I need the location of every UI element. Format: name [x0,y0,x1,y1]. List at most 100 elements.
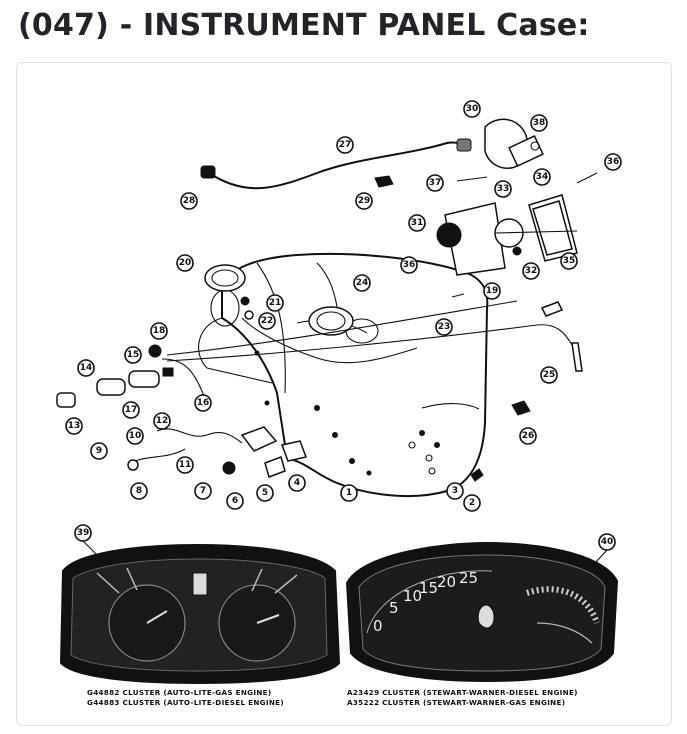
svg-text:8: 8 [136,486,142,496]
callout-13: 13 [65,417,83,435]
callout-15: 15 [124,346,142,364]
svg-text:25: 25 [543,370,556,380]
svg-text:4: 4 [294,478,300,488]
callout-24: 24 [353,274,371,292]
svg-text:16: 16 [197,398,210,408]
svg-text:10: 10 [129,431,142,441]
cluster-left-caption-1: G44882 CLUSTER (AUTO-LITE-GAS ENGINE) [87,688,271,697]
callout-2: 2 [463,494,481,512]
svg-text:12: 12 [156,416,169,426]
svg-text:37: 37 [429,178,442,188]
callout-26: 26 [519,427,537,445]
svg-text:29: 29 [358,196,371,206]
callout-28: 28 [180,192,198,210]
cluster-right-caption-1: A23429 CLUSTER (STEWART-WARNER-DIESEL EN… [347,688,578,697]
callout-6: 6 [226,492,244,510]
left-small-parts [56,344,208,408]
svg-text:24: 24 [356,278,369,288]
gauge-assembly-top-right [436,118,598,276]
callout-19: 19 [483,282,501,300]
callout-31: 31 [408,214,426,232]
svg-text:28: 28 [183,196,196,206]
dial-number-0: 0 [373,617,383,635]
svg-text:34: 34 [536,172,549,182]
callout-23: 23 [435,318,453,336]
callout-10: 10 [126,427,144,445]
callout-30: 30 [463,100,481,118]
svg-text:5: 5 [262,488,268,498]
callout-14: 14 [77,359,95,377]
svg-text:30: 30 [466,104,479,114]
panel-case [198,253,489,498]
svg-text:17: 17 [125,405,138,415]
callout-3: 3 [446,482,464,500]
svg-text:3: 3 [452,486,458,496]
callout-29: 29 [355,192,373,210]
svg-text:40: 40 [601,537,614,547]
callout-39: 39 [74,524,92,542]
callout-37: 37 [426,174,444,192]
svg-text:7: 7 [200,486,206,496]
svg-text:31: 31 [411,218,424,228]
diagram-card: 1 2 3 4 5 6 7 8 9 10 11 12 13 14 15 16 1… [16,62,672,726]
svg-text:23: 23 [438,322,451,332]
callout-1: 1 [340,484,358,502]
svg-text:13: 13 [68,421,81,431]
callout-11: 11 [176,456,194,474]
switch-parts [127,400,531,482]
speedometer-cable [200,138,472,190]
callout-5: 5 [256,484,274,502]
callout-8: 8 [130,482,148,500]
cluster-left: G44882 CLUSTER (AUTO-LITE-GAS ENGINE) G4… [59,540,341,707]
cluster-right: 0 5 10 15 20 25 A23429 CLUSTER (STEWART-… [345,541,619,707]
cluster-left-caption-2: G44883 CLUSTER (AUTO-LITE-DIESEL ENGINE) [87,698,284,707]
callout-9: 9 [90,442,108,460]
upper-gauges [204,264,354,336]
svg-text:33: 33 [497,184,510,194]
callout-34: 34 [533,168,551,186]
svg-text:35: 35 [563,256,576,266]
callout-32: 32 [522,262,540,280]
callouts: 1 2 3 4 5 6 7 8 9 10 11 12 13 14 15 16 1… [65,100,622,551]
callout-18: 18 [150,322,168,340]
callout-40: 40 [598,533,616,551]
svg-text:36: 36 [607,157,620,167]
svg-text:15: 15 [127,350,140,360]
svg-text:20: 20 [179,258,192,268]
svg-text:21: 21 [269,298,282,308]
svg-text:36: 36 [403,260,416,270]
callout-27: 27 [336,136,354,154]
svg-text:1: 1 [346,488,352,498]
callout-36-mid: 36 [400,256,418,274]
dial-number-15: 15 [419,579,438,597]
dial-number-20: 20 [437,573,456,591]
svg-text:27: 27 [339,140,352,150]
dial-number-25: 25 [459,569,478,587]
svg-text:9: 9 [96,446,102,456]
callout-22: 22 [258,312,276,330]
callout-38: 38 [530,114,548,132]
callout-17: 17 [122,401,140,419]
callout-33: 33 [494,180,512,198]
callout-7: 7 [194,482,212,500]
callout-4: 4 [288,474,306,492]
page-title: (047) - INSTRUMENT PANEL Case: [18,8,590,43]
dial-number-10: 10 [403,587,422,605]
callout-36-top: 36 [604,153,622,171]
callout-20: 20 [176,254,194,272]
svg-text:26: 26 [522,431,535,441]
callout-16: 16 [194,394,212,412]
cluster-right-caption-2: A35222 CLUSTER (STEWART-WARNER-GAS ENGIN… [347,698,565,707]
svg-text:32: 32 [525,266,538,276]
svg-text:22: 22 [261,316,274,326]
callout-12: 12 [153,412,171,430]
wires [166,293,583,372]
instrument-panel-diagram: 1 2 3 4 5 6 7 8 9 10 11 12 13 14 15 16 1… [56,100,622,707]
svg-text:2: 2 [469,498,475,508]
svg-text:19: 19 [486,286,499,296]
svg-text:6: 6 [232,496,238,506]
svg-text:39: 39 [77,528,90,538]
svg-text:11: 11 [179,460,192,470]
svg-text:18: 18 [153,326,166,336]
callout-25: 25 [540,366,558,384]
